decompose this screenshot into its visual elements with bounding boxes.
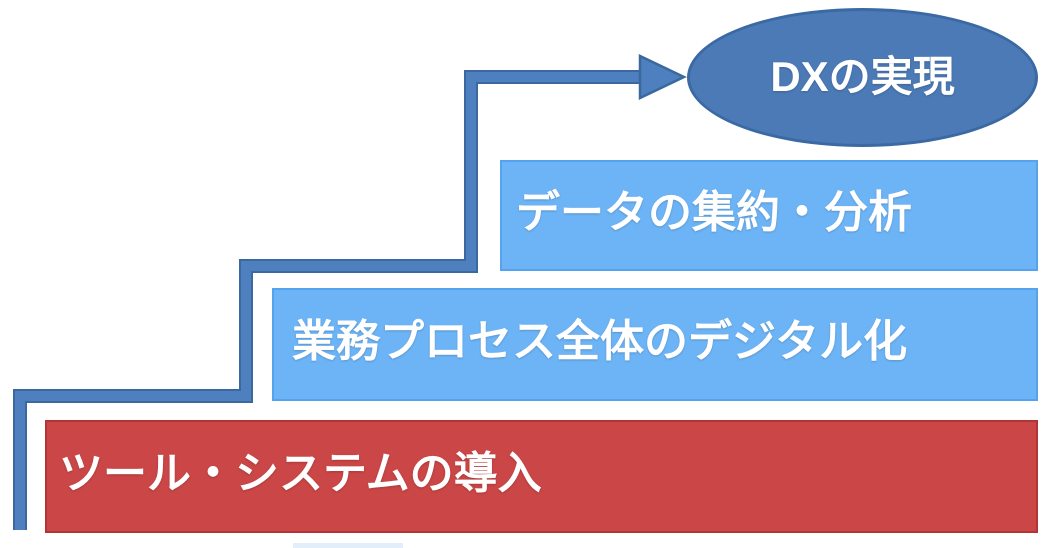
step-tools-systems-introduction: ツール・システムの導入	[45, 420, 1038, 533]
step-data-aggregation-analysis-label: データの集約・分析	[516, 187, 912, 237]
step-data-aggregation-analysis: データの集約・分析	[500, 160, 1038, 271]
step-process-digitalization: 業務プロセス全体のデジタル化	[272, 288, 1038, 401]
arrowhead-icon	[638, 54, 687, 100]
dx-goal-label: DXの実現	[770, 53, 955, 100]
dx-goal-ellipse: DXの実現	[687, 8, 1038, 147]
step-process-digitalization-label: 業務プロセス全体のデジタル化	[292, 316, 908, 366]
step-tools-systems-introduction-label: ツール・システムの導入	[59, 448, 542, 498]
cropped-shape-bottom-edge	[293, 543, 403, 548]
